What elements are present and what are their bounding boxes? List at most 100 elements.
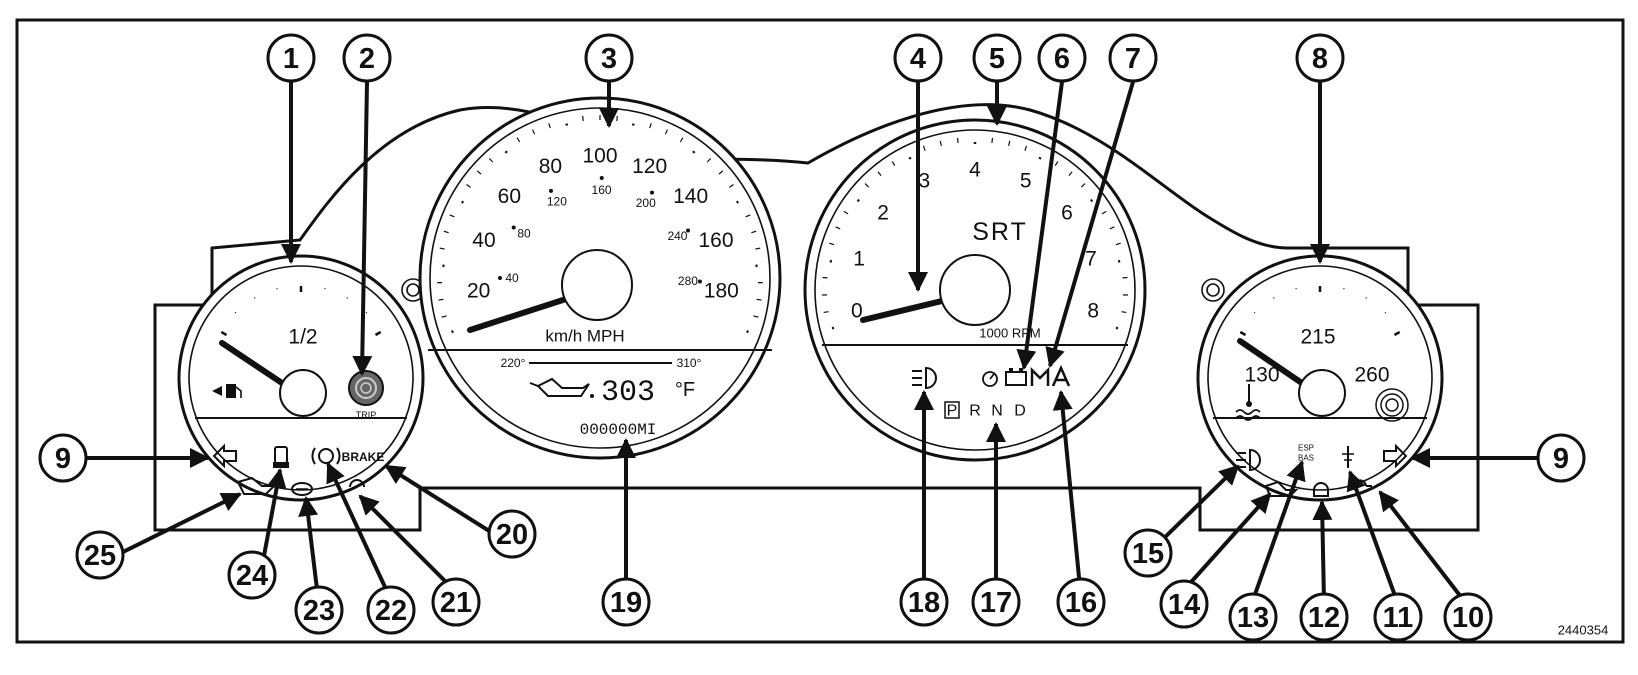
speedo-kmh-80: 80 — [517, 227, 531, 241]
arrow-6 — [1016, 81, 1064, 370]
arrow-2 — [352, 81, 373, 376]
tach-tick — [1121, 311, 1127, 314]
callout-15: 15 — [1123, 528, 1173, 578]
callout-23: 23 — [294, 585, 344, 635]
arrow-25 — [118, 492, 242, 556]
speedo-kmh-240: 240 — [667, 229, 687, 243]
tach-num-4: 4 — [969, 159, 981, 182]
callout-9-right: 9 — [1536, 433, 1586, 483]
gear-n: N — [991, 403, 1003, 420]
svg-text:1: 1 — [283, 43, 299, 75]
callout-12: 12 — [1299, 592, 1349, 642]
speedo-tick — [466, 184, 471, 188]
svg-text:20: 20 — [496, 519, 528, 551]
tach-tick — [1008, 140, 1011, 147]
fog-lamp-icon — [912, 366, 937, 390]
arrow-20 — [384, 464, 496, 536]
speedo-tick — [751, 230, 757, 234]
callout-arrows — [87, 81, 1537, 608]
speedo-kmh-dot — [549, 188, 554, 193]
speedo-tick — [753, 315, 759, 318]
speedo-tick — [582, 115, 584, 121]
speedo-tick — [729, 184, 734, 188]
speedo-tick — [679, 137, 684, 143]
tach-brand-label: SRT — [972, 218, 1028, 246]
security-alert-icon — [1313, 482, 1329, 497]
speedo-mph-120: 120 — [632, 155, 667, 178]
charging-system-icon — [349, 479, 365, 488]
speedo-kmh-200: 200 — [636, 196, 656, 210]
tach-tick — [908, 156, 912, 160]
arrow-21 — [358, 494, 458, 594]
oil-temp-scale-low: 220° — [501, 356, 526, 370]
speedo-tick — [504, 150, 508, 154]
brake-warning-label: BRAKE — [342, 450, 385, 464]
gear-p: P — [947, 403, 958, 420]
fuel-half-label: 1/2 — [288, 326, 317, 349]
tach-num-1: 1 — [853, 247, 865, 270]
tire-pressure-icon — [1342, 446, 1354, 468]
speedo-tick — [745, 214, 751, 218]
callout-2: 2 — [342, 33, 392, 83]
speedo-tick — [664, 129, 668, 135]
callout-11: 11 — [1373, 592, 1423, 642]
tach-tick — [835, 226, 841, 230]
speedo-tick — [735, 200, 739, 204]
speedo-tick — [449, 214, 455, 218]
speedo-mph-60: 60 — [498, 185, 521, 208]
speedo-tick — [616, 115, 618, 121]
speedo-tick — [439, 247, 445, 250]
screw-right — [1201, 278, 1225, 302]
callout-13: 13 — [1228, 592, 1278, 642]
callout-17: 17 — [971, 577, 1021, 627]
tach-tick — [939, 140, 942, 147]
fuel-pump-icon — [212, 384, 242, 398]
svg-text:4: 4 — [910, 43, 926, 75]
speedo-kmh-dot — [697, 279, 702, 284]
turn-signal-left-icon — [212, 443, 237, 469]
temp-tick-215: 215 — [1300, 326, 1335, 349]
callout-9-left: 9 — [38, 433, 88, 483]
speedo-mph-140: 140 — [673, 185, 708, 208]
trip-reset-button[interactable] — [348, 370, 384, 406]
tach-tick — [991, 137, 994, 144]
speedo-tick — [461, 200, 465, 204]
tach-num-3: 3 — [918, 170, 930, 193]
arrow-7 — [1045, 81, 1135, 368]
speedo-tick — [438, 298, 444, 301]
tach-tick — [1115, 326, 1119, 330]
fuel-tick — [365, 311, 368, 314]
speedo-tick — [548, 123, 551, 129]
callout-25: 25 — [75, 530, 125, 580]
tach-tick — [956, 137, 959, 144]
tach-tick — [877, 171, 882, 176]
speedo-tick — [649, 123, 652, 129]
esp-label: ESP — [1298, 444, 1314, 453]
svg-text:25: 25 — [84, 540, 116, 572]
callout-18: 18 — [899, 577, 949, 627]
arrow-16 — [1052, 390, 1083, 599]
callout-21: 21 — [431, 577, 481, 627]
svg-text:11: 11 — [1383, 602, 1414, 634]
figure-border — [15, 18, 1625, 644]
speedo-tick — [692, 150, 696, 154]
speedo-mph-100: 100 — [582, 145, 617, 168]
temp-tick — [1393, 330, 1401, 337]
callout-19: 19 — [601, 577, 651, 627]
speedo-unit-label: km/h MPH — [545, 327, 624, 346]
fuel-tick — [220, 330, 228, 337]
arrow-22 — [326, 462, 393, 601]
speedo-mph-20: 20 — [467, 279, 490, 302]
fuel-gauge: 1/2 TRIP BRAKE — [177, 254, 425, 502]
gear-indicator: P R N D — [944, 401, 1026, 420]
temp-tick — [1253, 311, 1256, 314]
tach-tick — [823, 311, 829, 314]
callout-6: 6 — [1037, 33, 1087, 83]
arrow-11 — [1346, 470, 1400, 605]
tach-unit-label: 1000 RPM — [979, 326, 1040, 341]
tach-tick — [891, 161, 896, 166]
speedo-tick — [516, 137, 521, 143]
speedo-tick — [443, 230, 449, 234]
